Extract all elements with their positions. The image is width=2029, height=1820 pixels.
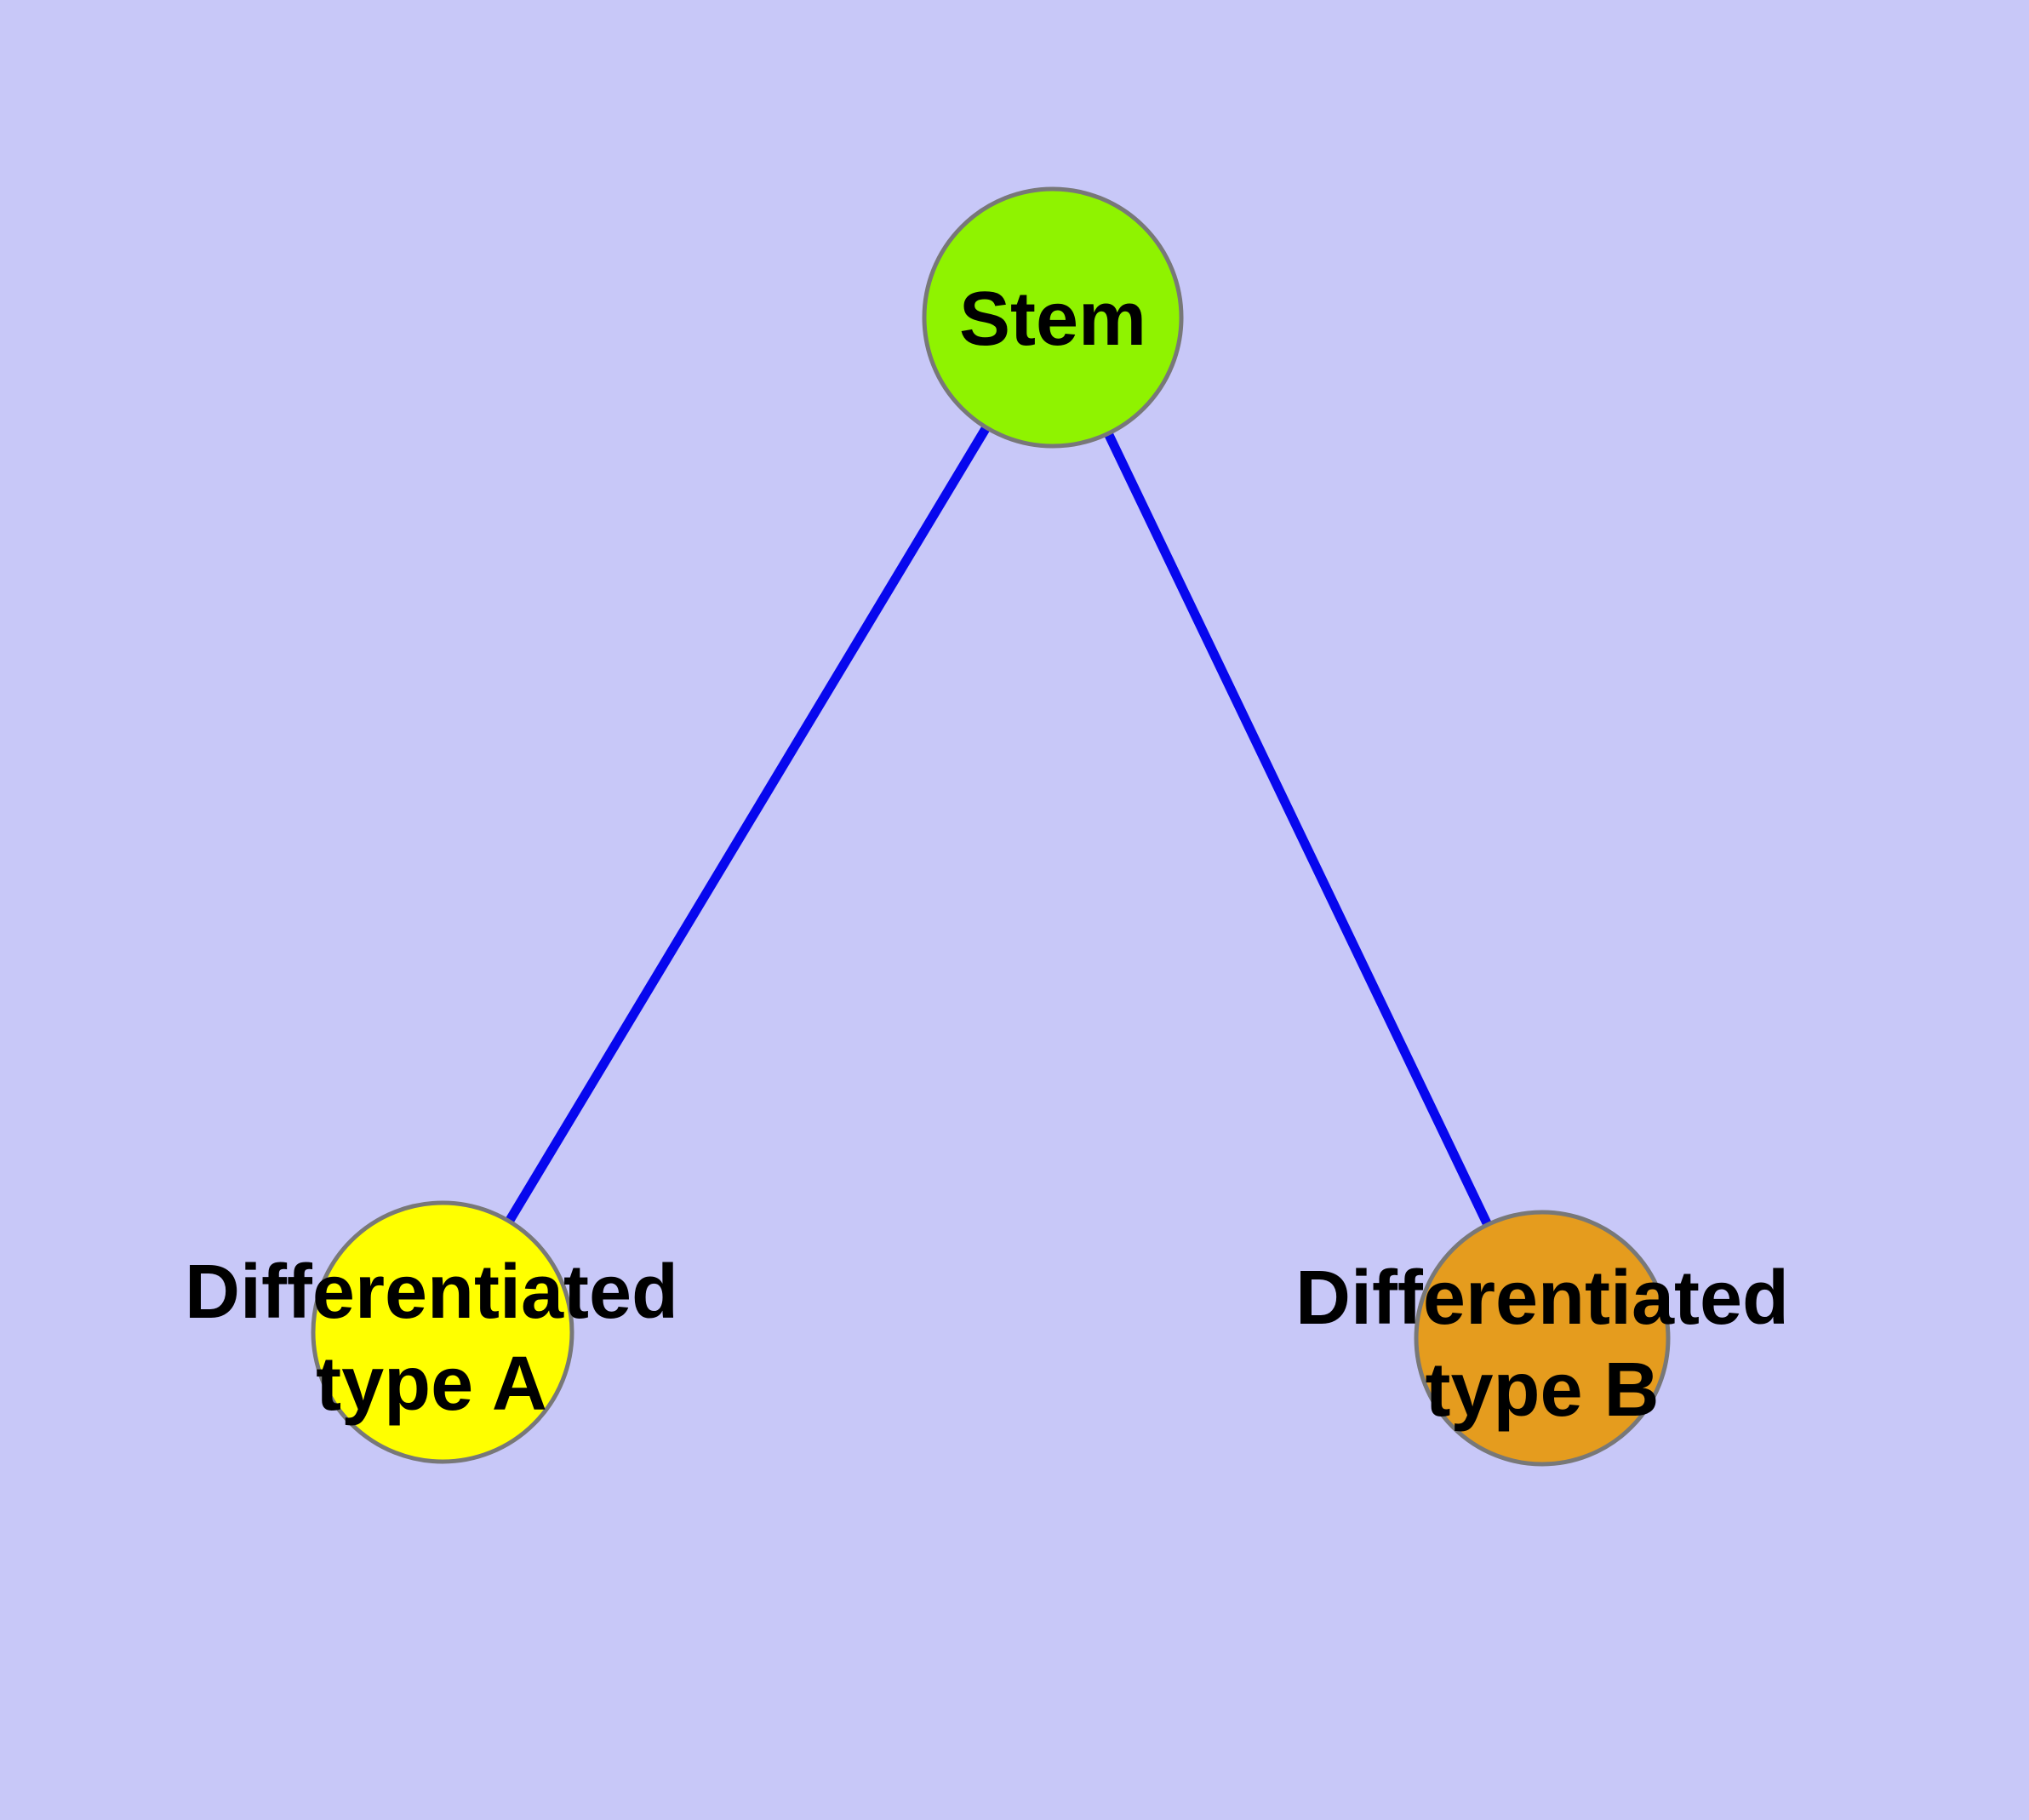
node-type-b-label-line2: type B bbox=[1425, 1348, 1659, 1433]
node-type-a-label-line2: type A bbox=[316, 1342, 547, 1427]
edge-stem-to-type-a bbox=[505, 425, 991, 1224]
node-type-b-label-line1: Differentiated bbox=[1295, 1256, 1789, 1341]
node-type-a-label-line1: Differentiated bbox=[185, 1250, 678, 1335]
node-differentiated-type-b bbox=[1414, 1210, 1671, 1467]
node-stem bbox=[922, 186, 1184, 449]
node-differentiated-type-a bbox=[311, 1200, 574, 1464]
edge-stem-to-type-b bbox=[1104, 431, 1492, 1228]
node-stem-label: Stem bbox=[959, 277, 1146, 362]
